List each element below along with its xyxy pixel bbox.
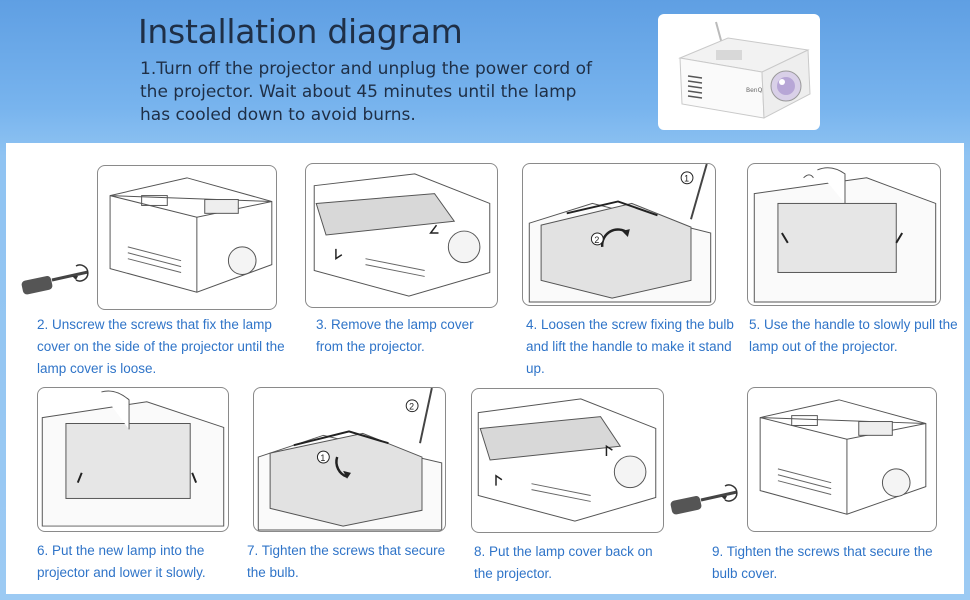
step-5-caption: 5. Use the handle to slowly pull the lam… (749, 317, 958, 354)
step-7-illustration: 1 2 (253, 387, 446, 532)
step-6-illustration (37, 387, 229, 532)
screwdriver-icon (21, 264, 89, 295)
intro-instruction: 1.Turn off the projector and unplug the … (140, 59, 592, 125)
step-4-caption: 4. Loosen the screw fixing the bulb and … (526, 317, 734, 376)
page-title: Installation diagram (138, 12, 463, 51)
step-6-caption: 6. Put the new lamp into the projector a… (37, 543, 206, 580)
screwdriver-icon (670, 484, 738, 515)
step-4-illustration: 2 1 (522, 163, 716, 306)
step-9-caption: 9. Tighten the screws that secure the bu… (712, 544, 933, 581)
step-4-marker-2: 2 (594, 235, 599, 245)
step-3-illustration (305, 163, 498, 308)
step-8-illustration (471, 388, 664, 533)
projector-photo: BenQ (658, 14, 820, 130)
step-3-caption: 3. Remove the lamp cover from the projec… (316, 317, 474, 354)
brand-logo: BenQ (746, 87, 763, 94)
projector-photo-drawing: BenQ (678, 21, 811, 119)
step-7-marker-1: 1 (320, 453, 325, 463)
step-2-illustration (97, 165, 277, 310)
step-8-caption: 8. Put the lamp cover back on the projec… (474, 544, 653, 581)
step-2-caption: 2. Unscrew the screws that fix the lamp … (37, 317, 285, 376)
step-4-marker-1: 1 (684, 174, 689, 184)
step-7-marker-2: 2 (409, 402, 414, 412)
step-7-caption: 7. Tighten the screws that secure the bu… (247, 543, 446, 580)
step-5-illustration (747, 163, 941, 306)
step-9-illustration (747, 387, 937, 532)
